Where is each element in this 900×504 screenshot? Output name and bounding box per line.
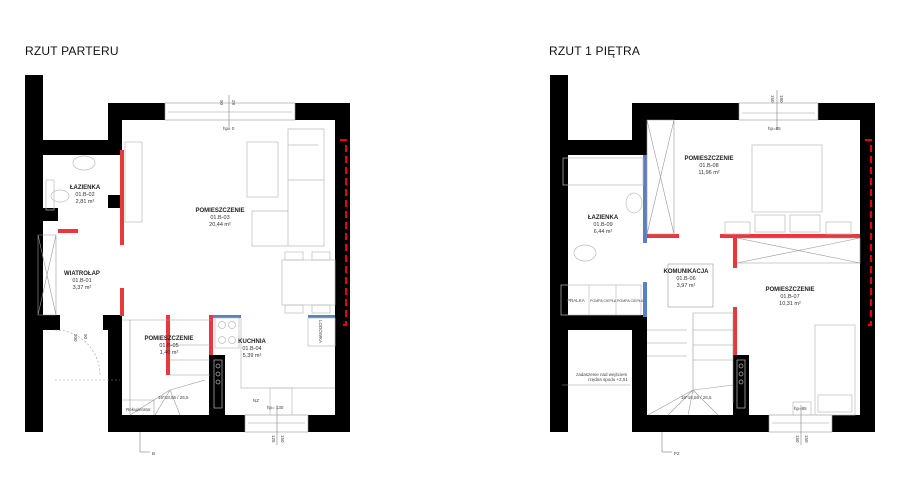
partition-wall bbox=[720, 234, 860, 238]
room-label: 3,37 m² bbox=[73, 285, 92, 291]
room-label: 01.B-08 bbox=[699, 163, 718, 169]
room-label: 01.B-03 bbox=[210, 215, 229, 221]
stairs-label: 16*18,56 / 26,5 bbox=[681, 395, 712, 400]
room-label: 20,44 m² bbox=[209, 222, 231, 228]
laundry-label: PRALKA bbox=[567, 298, 585, 303]
room-label: 01.B-05 bbox=[159, 343, 178, 349]
dim-label: 200 bbox=[73, 334, 78, 342]
ground-floor-plan: ŁAZIENKA 01.B-02 2,81 m² POMIESZCZENIE 0… bbox=[25, 75, 350, 456]
room-label: KOMUNIKACJA bbox=[664, 269, 710, 275]
nz-label: NZ bbox=[253, 398, 259, 403]
first-floor-title: RZUT 1 PIĘTRA bbox=[549, 44, 641, 58]
room-label: 01.B-09 bbox=[593, 222, 612, 228]
ground-floor-title: RZUT PARTERU bbox=[25, 44, 119, 58]
dim-label: 90 bbox=[83, 334, 88, 340]
room-label: 01.B-07 bbox=[780, 294, 799, 300]
room-first-hall: KOMUNIKACJA 01.B-06 3,97 m² bbox=[664, 269, 710, 289]
dim-label: 150 bbox=[770, 95, 775, 103]
dashed-boundary bbox=[865, 139, 872, 326]
room-label: 1,40 m² bbox=[160, 350, 179, 356]
partition-wall bbox=[733, 238, 737, 268]
room-ground-kitchen: KUCHNIA 01.B-04 5,39 m² bbox=[238, 339, 266, 359]
room-ground-bathroom: ŁAZIENKA 01.B-02 2,81 m² bbox=[70, 185, 101, 205]
room-ground-living: POMIESZCZENIE 01.B-03 20,44 m² bbox=[195, 208, 244, 228]
partition-wall bbox=[120, 150, 124, 245]
first-floor-plan: POMIESZCZENIE 01.B-08 11,96 m² ŁAZIENKA … bbox=[550, 75, 875, 456]
room-first-bathroom: ŁAZIENKA 01.B-09 6,44 m² bbox=[588, 215, 619, 235]
furniture bbox=[560, 119, 861, 453]
hp-label: hp= 0 bbox=[223, 126, 235, 131]
recuperator-label: Rekuperator bbox=[126, 407, 151, 412]
room-label: ŁAZIENKA bbox=[588, 215, 619, 221]
section-mark: B bbox=[152, 451, 155, 456]
section-mark: P2 bbox=[674, 451, 680, 456]
hp-label: hp=85 bbox=[768, 126, 781, 131]
counter-edge bbox=[308, 315, 335, 318]
room-label: 6,44 m² bbox=[594, 229, 613, 235]
partition-wall bbox=[643, 155, 647, 243]
room-label: 01.B-02 bbox=[75, 192, 94, 198]
window-bottom bbox=[768, 414, 833, 433]
walls bbox=[550, 75, 875, 432]
room-label: WIATROŁAP bbox=[64, 271, 100, 277]
furniture bbox=[37, 128, 336, 453]
canopy-label: zadaszenie nad wejściem bbox=[576, 372, 628, 377]
room-label: 01.B-06 bbox=[676, 276, 695, 282]
room-label: POMIESZCZENIE bbox=[684, 156, 733, 162]
room-label: 01.B-04 bbox=[242, 346, 261, 352]
room-first-bedroom-1: POMIESZCZENIE 01.B-08 11,96 m² bbox=[684, 156, 733, 176]
dashed-boundary bbox=[340, 139, 347, 326]
pump-label: POMPA CIEPŁA bbox=[590, 299, 617, 303]
stairs-label: 16*18,56 / 26,5 bbox=[158, 395, 189, 400]
partition-wall bbox=[120, 288, 124, 316]
room-label: POMIESZCZENIE bbox=[195, 208, 244, 214]
partition-wall bbox=[209, 315, 213, 355]
hp-label: hp=85 bbox=[794, 406, 807, 411]
partition-wall bbox=[733, 307, 737, 355]
window-top bbox=[738, 102, 819, 121]
partition-wall bbox=[58, 229, 78, 233]
room-label: 3,97 m² bbox=[677, 283, 696, 289]
canopy-label: rzędna spodu +2,51 bbox=[588, 377, 628, 382]
counter-edge bbox=[213, 315, 241, 318]
room-ground-storage: POMIESZCZENIE 01.B-05 1,40 m² bbox=[144, 336, 193, 356]
dim-label: 28 bbox=[231, 100, 236, 106]
room-first-bedroom-2: POMIESZCZENIE 01.B-07 10,31 m² bbox=[765, 287, 814, 307]
room-label: KUCHNIA bbox=[238, 339, 266, 345]
dim-label: 150 bbox=[280, 435, 285, 443]
dim-label: 125 bbox=[271, 435, 276, 443]
partition-wall bbox=[166, 315, 170, 375]
room-label: 11,96 m² bbox=[698, 170, 719, 176]
dim-label: 90 bbox=[219, 100, 224, 106]
partition-wall bbox=[647, 234, 679, 238]
pump-label: POMPA CIEPŁA bbox=[617, 299, 644, 303]
room-label: ŁAZIENKA bbox=[70, 185, 101, 191]
window-top bbox=[164, 102, 296, 121]
room-label: 2,81 m² bbox=[76, 199, 95, 205]
dim-label: 150 bbox=[804, 435, 809, 443]
hp-label: hp= 130 bbox=[267, 405, 284, 410]
dim-label: 150 bbox=[795, 435, 800, 443]
partition-wall bbox=[643, 282, 647, 317]
room-label: 10,31 m² bbox=[779, 301, 801, 307]
room-label: POMIESZCZENIE bbox=[765, 287, 814, 293]
window-bottom bbox=[244, 414, 309, 433]
room-label: 01.B-01 bbox=[72, 278, 91, 284]
room-ground-vestibule: WIATROŁAP 01.B-01 3,37 m² bbox=[64, 271, 100, 291]
fridge-label: LODÓWKA bbox=[318, 320, 324, 343]
room-label: 5,39 m² bbox=[243, 353, 262, 359]
room-label: POMIESZCZENIE bbox=[144, 336, 193, 342]
walls bbox=[25, 75, 350, 432]
dim-label: 180 bbox=[779, 95, 784, 103]
